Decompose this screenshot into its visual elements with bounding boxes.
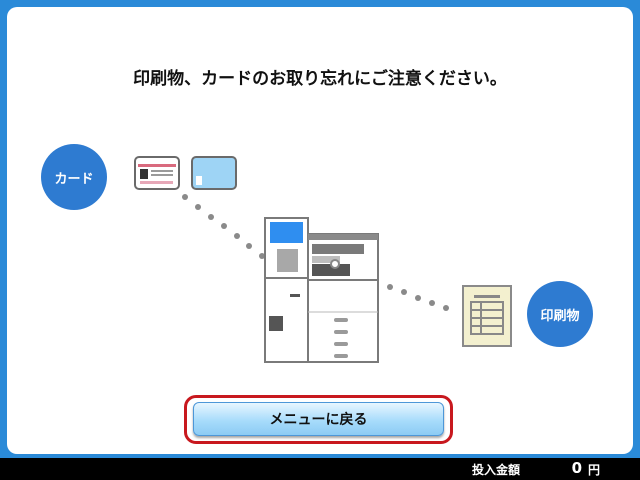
print-label-bubble: 印刷物	[527, 281, 593, 347]
status-bar: 投入金額 0 円	[0, 458, 640, 480]
page-title: 印刷物、カードのお取り忘れにご注意ください。	[133, 69, 507, 89]
content-panel	[7, 7, 633, 454]
return-to-menu-label: メニューに戻る	[269, 412, 368, 428]
card-label: カード	[54, 171, 94, 187]
printer-machine-icon	[264, 217, 379, 363]
inserted-amount-label: 投入金額	[472, 463, 521, 477]
return-to-menu-button[interactable]: メニューに戻る	[193, 402, 444, 436]
inserted-amount-value: 0	[571, 459, 582, 477]
id-card-icon	[134, 156, 180, 190]
printout-icon	[462, 285, 512, 347]
blue-card-icon	[191, 156, 237, 190]
inserted-amount-unit: 円	[588, 463, 601, 477]
card-label-bubble: カード	[41, 144, 107, 210]
print-label: 印刷物	[540, 308, 580, 324]
